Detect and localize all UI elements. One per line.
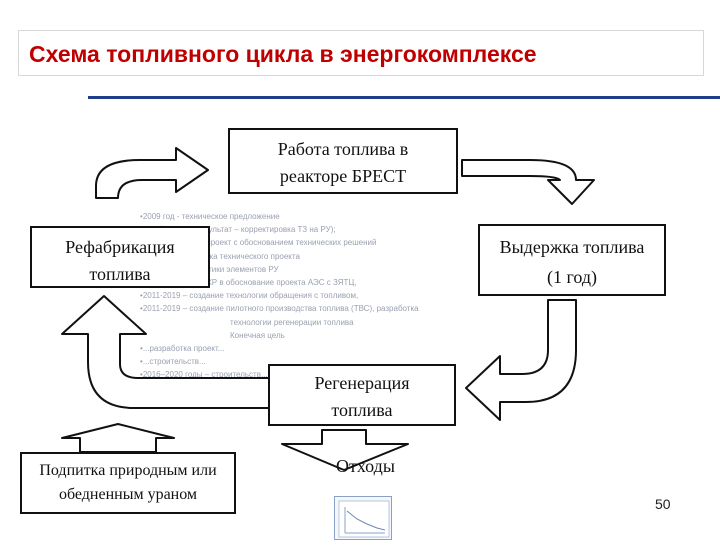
- bullet-item: 2011-2019 – создание технологии обращени…: [140, 289, 450, 302]
- box-label: Работа топлива в: [277, 139, 409, 159]
- curved-arrow-icon: [95, 147, 209, 199]
- chart-thumbnail-icon: [334, 496, 392, 540]
- waste-label: Отходы: [336, 456, 395, 476]
- box-label: Выдержка топлива: [499, 237, 645, 257]
- reactor-operation-box: Работа топлива в реакторе БРЕСТ: [228, 128, 458, 194]
- bullet-item: технологии регенерации топлива: [230, 317, 354, 327]
- up-arrow-icon: [61, 423, 175, 453]
- box-label: Рефабрикация: [65, 237, 175, 257]
- slide-title: Схема топливного цикла в энергокомплексе: [18, 30, 704, 76]
- bullet-item: ... – технический проект с обоснованием …: [140, 236, 450, 249]
- box-label: Подпитка природным или: [39, 462, 217, 479]
- bullet-item: ...ртиза и доработка технического проект…: [140, 250, 450, 263]
- bullet-item: ...ный проект (результат – корректировка…: [140, 223, 450, 236]
- curved-arrow-icon: [61, 295, 273, 409]
- curved-arrow-icon: [461, 159, 595, 205]
- box-label: топлива: [331, 400, 393, 420]
- regeneration-box: Регенерация топлива: [268, 364, 456, 426]
- bullet-item: 2009 год - техническое предложение: [140, 210, 450, 223]
- bullet-item: 2016–2020 годы – строительств...: [140, 368, 450, 381]
- bullet-item: ...ные характеристики элементов РУ: [140, 263, 450, 276]
- bullet-item: ...строительств...: [140, 355, 450, 368]
- bullet-item: ...разработка проект...: [140, 342, 450, 355]
- box-label: реакторе БРЕСТ: [279, 166, 407, 186]
- box-label: обедненным ураном: [58, 486, 198, 503]
- bullet-item: Конечная цель: [230, 330, 285, 340]
- box-label: (1 год): [546, 267, 598, 287]
- curved-arrow-icon: [465, 299, 577, 421]
- title-underline: [88, 96, 720, 99]
- box-label: Регенерация: [314, 373, 410, 393]
- uranium-feed-box: Подпитка природным или обедненным ураном: [20, 452, 236, 514]
- refabrication-box: Рефабрикация топлива: [30, 226, 210, 288]
- bullet-item: 2011-2017 – НИОКР в обоснование проекта …: [140, 276, 450, 289]
- background-bullet-list: 2009 год - техническое предложение ...ны…: [140, 210, 450, 382]
- page-number: 50: [655, 496, 671, 512]
- bullet-item: 2011-2019 – создание пилотного производс…: [140, 302, 450, 315]
- fuel-holding-box: Выдержка топлива (1 год): [478, 224, 666, 296]
- box-label: топлива: [89, 264, 151, 284]
- down-arrow-icon: [281, 429, 409, 471]
